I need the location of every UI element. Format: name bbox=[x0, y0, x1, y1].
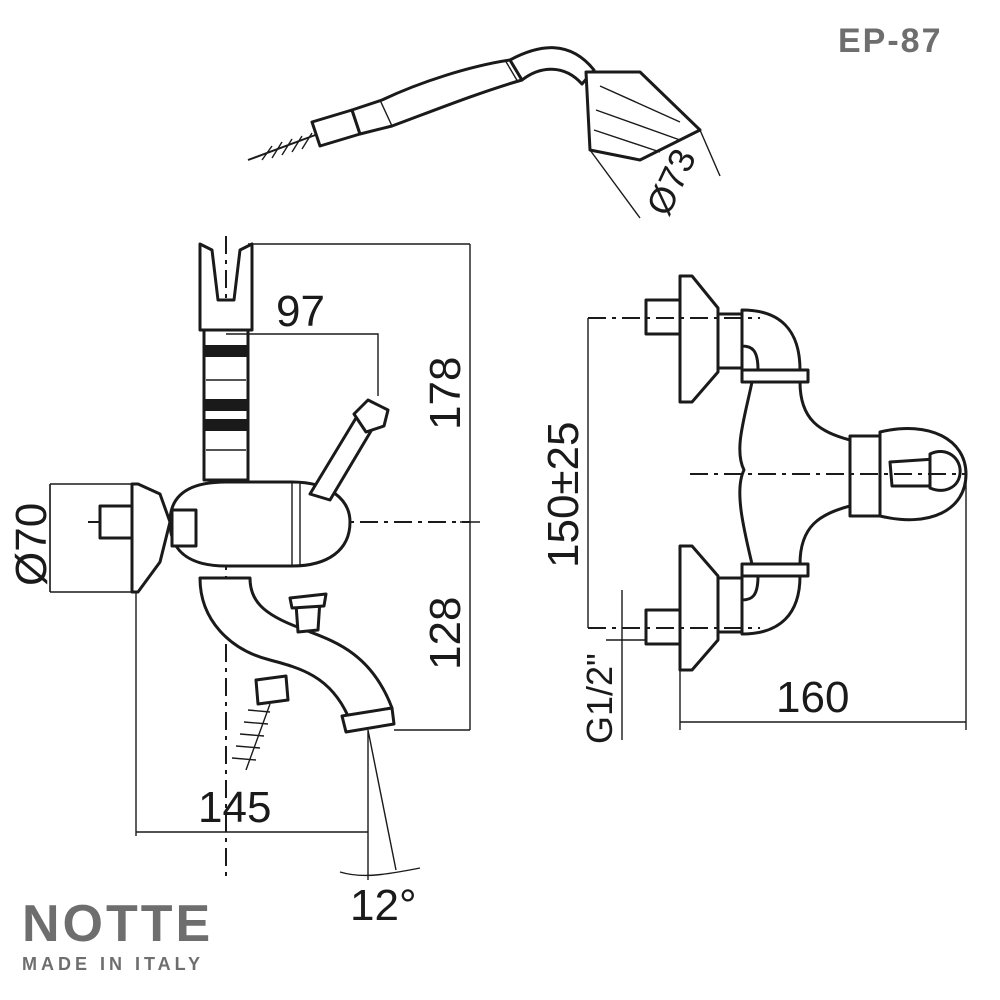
dim-flange-diameter: Ø70 bbox=[7, 503, 56, 586]
dim-spout-projection: 145 bbox=[198, 783, 271, 832]
brand-tagline: MADE IN ITALY bbox=[22, 954, 205, 974]
brand-logo: NOTTE bbox=[22, 895, 214, 953]
dim-spout-angle: 12° bbox=[350, 881, 417, 930]
dim-overall-depth: 160 bbox=[776, 673, 849, 722]
side-view bbox=[587, 274, 968, 740]
dim-handle-reach: 97 bbox=[276, 287, 325, 336]
dim-height-above-axis: 178 bbox=[421, 357, 470, 430]
model-code: EP-87 bbox=[838, 22, 943, 60]
front-view bbox=[49, 236, 480, 880]
dim-height-below-axis: 128 bbox=[421, 597, 470, 670]
dim-inlet-spacing: 150±25 bbox=[539, 421, 588, 568]
dim-thread-size: G1/2" bbox=[579, 653, 620, 744]
hand-shower-view bbox=[247, 46, 721, 219]
